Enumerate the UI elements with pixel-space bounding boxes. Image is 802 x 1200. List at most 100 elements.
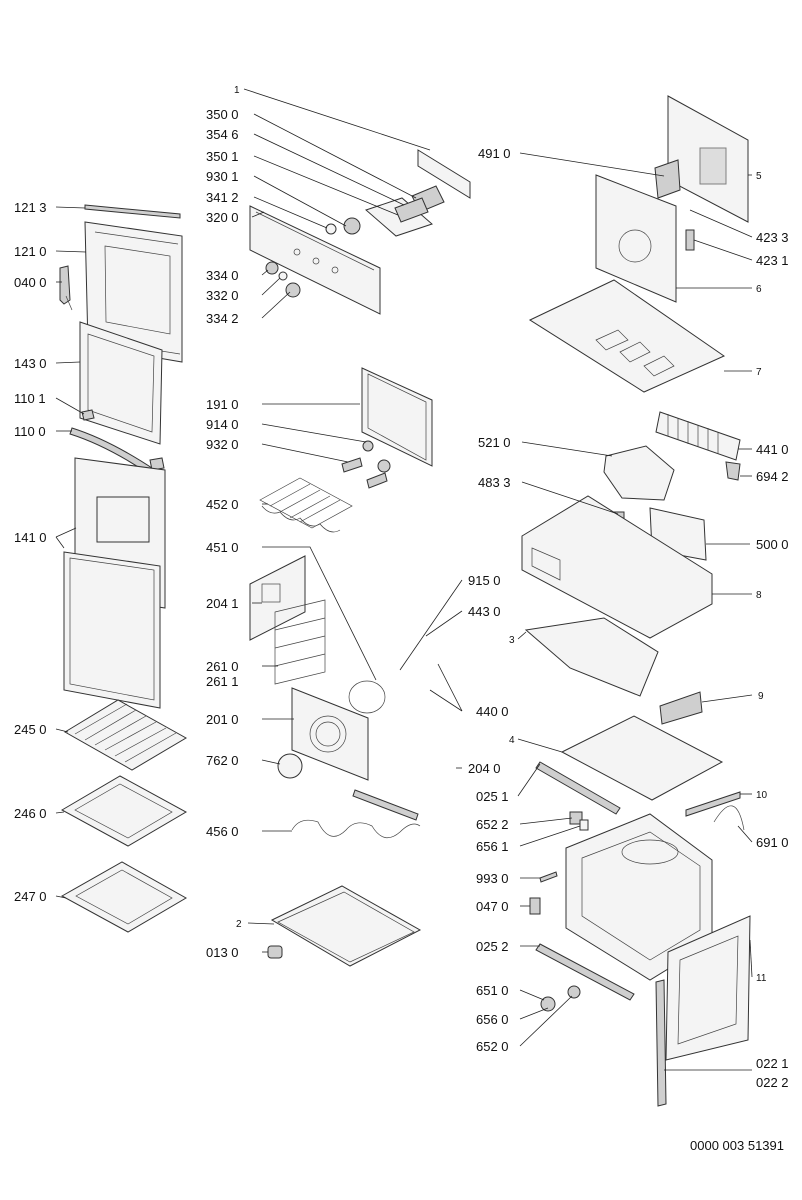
label-201-0: 201 0 bbox=[206, 712, 239, 727]
racks-trays bbox=[60, 699, 188, 933]
label-4: 4 bbox=[509, 735, 515, 746]
lower-guide bbox=[535, 943, 635, 1001]
label-025-1: 025 1 bbox=[476, 789, 509, 804]
lamp-seal bbox=[579, 819, 589, 831]
label-245-0: 245 0 bbox=[14, 722, 47, 737]
label-7: 7 bbox=[756, 367, 762, 378]
glass-window bbox=[96, 496, 150, 543]
label-261-1: 261 1 bbox=[206, 674, 239, 689]
label-656-1: 656 1 bbox=[476, 839, 509, 854]
fan-motor bbox=[725, 461, 741, 481]
baking-tray bbox=[60, 775, 188, 847]
label-930-1: 930 1 bbox=[206, 169, 239, 184]
wire-shelf bbox=[64, 699, 188, 771]
washer bbox=[325, 223, 337, 235]
label-143-0: 143 0 bbox=[14, 356, 47, 371]
outer-door-frame bbox=[84, 221, 183, 363]
knob-insert bbox=[278, 271, 288, 281]
label-334-2: 334 2 bbox=[206, 311, 239, 326]
grill-element bbox=[259, 477, 353, 529]
label-334-0: 334 0 bbox=[206, 268, 239, 283]
label-5: 5 bbox=[756, 171, 762, 182]
label-656-0: 656 0 bbox=[476, 1012, 509, 1027]
fan-electronics bbox=[521, 411, 741, 639]
outer-glass bbox=[63, 551, 161, 709]
label-762-0: 762 0 bbox=[206, 753, 239, 768]
door-assembly bbox=[59, 204, 183, 709]
guide-rail bbox=[535, 761, 621, 815]
label-6: 6 bbox=[756, 284, 762, 295]
side-rack bbox=[274, 599, 326, 685]
label-320-0: 320 0 bbox=[206, 210, 239, 225]
label-423-1: 423 1 bbox=[756, 253, 789, 268]
label-047-0: 047 0 bbox=[476, 899, 509, 914]
front-frame bbox=[665, 915, 751, 1061]
label-110-1: 110 1 bbox=[14, 391, 46, 406]
panel-bracket bbox=[417, 149, 471, 199]
label-013-0: 013 0 bbox=[206, 945, 239, 960]
screw bbox=[539, 871, 558, 883]
label-456-0: 456 0 bbox=[206, 824, 239, 839]
electronics-chassis bbox=[521, 495, 713, 639]
label-204-1: 204 1 bbox=[206, 596, 239, 611]
door-hinge bbox=[59, 265, 71, 305]
label-332-0: 332 0 bbox=[206, 288, 239, 303]
label-652-0: 652 0 bbox=[476, 1039, 509, 1054]
label-914-0: 914 0 bbox=[206, 417, 239, 432]
label-423-3: 423 3 bbox=[756, 230, 789, 245]
fan-housing bbox=[603, 445, 675, 501]
roasting-tray bbox=[60, 861, 188, 933]
knob-1 bbox=[265, 261, 279, 275]
leader-lines bbox=[55, 88, 753, 1071]
label-040-0: 040 0 bbox=[14, 275, 47, 290]
foot bbox=[267, 945, 283, 959]
rod bbox=[685, 791, 741, 817]
label-1: 1 bbox=[234, 85, 240, 96]
label-652-2: 652 2 bbox=[476, 817, 509, 832]
label-3: 3 bbox=[509, 635, 515, 646]
cable-loop bbox=[713, 805, 745, 831]
spring-ring bbox=[343, 217, 361, 235]
label-025-2: 025 2 bbox=[476, 939, 509, 954]
label-341-2: 341 2 bbox=[206, 190, 239, 205]
bottom-plate bbox=[270, 885, 422, 967]
label-350-0: 350 0 bbox=[206, 107, 239, 122]
label-191-0: 191 0 bbox=[206, 397, 239, 412]
label-915-0: 915 0 bbox=[468, 573, 501, 588]
top-cover bbox=[528, 279, 726, 393]
label-110-0: 110 0 bbox=[14, 424, 46, 439]
clip bbox=[529, 897, 541, 915]
label-691-0: 691 0 bbox=[756, 835, 789, 850]
label-8: 8 bbox=[756, 590, 762, 601]
lamp-socket-2 bbox=[567, 985, 581, 999]
left-side-plate bbox=[249, 555, 306, 641]
label-651-0: 651 0 bbox=[476, 983, 509, 998]
lamp-washer bbox=[362, 440, 374, 452]
label-2: 2 bbox=[236, 919, 242, 930]
fan-cover-assembly bbox=[249, 555, 421, 839]
label-246-0: 246 0 bbox=[14, 806, 47, 821]
inner-glass-frame bbox=[79, 321, 163, 445]
label-694-2: 694 2 bbox=[756, 469, 789, 484]
label-022-1: 022 1 bbox=[756, 1056, 789, 1071]
top-panel bbox=[560, 715, 724, 801]
label-491-0: 491 0 bbox=[478, 146, 511, 161]
rear-assembly bbox=[528, 95, 749, 393]
lamp-cover bbox=[377, 459, 391, 473]
label-11: 11 bbox=[756, 973, 767, 984]
label-483-3: 483 3 bbox=[478, 475, 511, 490]
label-261-0: 261 0 bbox=[206, 659, 239, 674]
label-932-0: 932 0 bbox=[206, 437, 239, 452]
diagram-code: 0000 003 51391 bbox=[690, 1138, 784, 1153]
label-10: 10 bbox=[756, 790, 768, 801]
knob-2 bbox=[285, 282, 301, 298]
handle-end-cap-2 bbox=[149, 457, 165, 471]
label-247-0: 247 0 bbox=[14, 889, 47, 904]
grill-spring bbox=[341, 457, 363, 473]
label-441-0: 441 0 bbox=[756, 442, 789, 457]
label-440-0: 440 0 bbox=[476, 704, 509, 719]
control-panel-assembly bbox=[249, 149, 471, 315]
label-452-0: 452 0 bbox=[206, 497, 239, 512]
part-labels: 1 350 0 354 6 350 1 930 1 341 2 320 0 33… bbox=[14, 85, 789, 1153]
